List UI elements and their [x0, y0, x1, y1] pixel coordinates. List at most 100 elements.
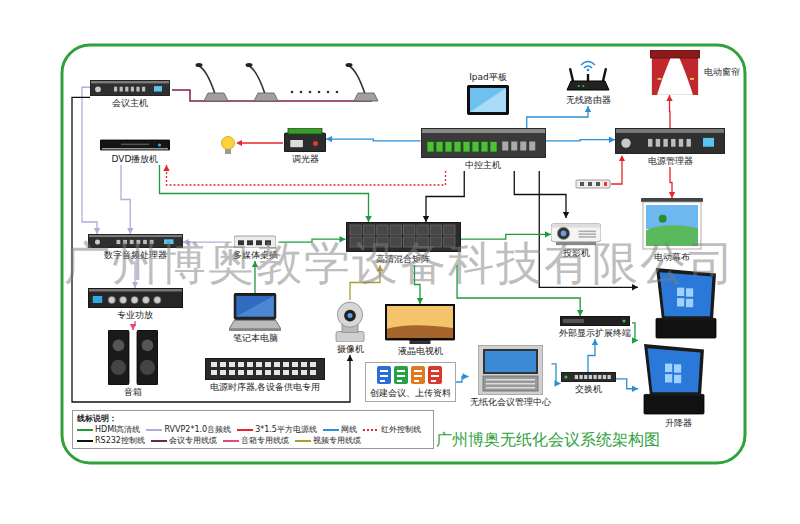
connector [666, 95, 672, 128]
device-node: 电动窗帘 [650, 50, 741, 95]
device-label: 交换机 [574, 384, 603, 395]
device-icon [284, 128, 326, 152]
connector [72, 97, 353, 402]
legend-row: HDMI高清线RVVP2*1.0音频线3*1.5平方电源线网线红外控制线 [77, 424, 429, 435]
device-label: 多媒体桌插 [232, 250, 279, 261]
connector [415, 265, 424, 304]
legend-item: 视频专用线缆 [295, 435, 361, 446]
connector [279, 236, 346, 242]
device-icon [234, 234, 276, 248]
connector [514, 171, 569, 218]
ellipsis-dots [291, 91, 339, 94]
device-node: 中控主机 [421, 128, 546, 171]
connector [130, 321, 136, 330]
connector [546, 137, 616, 143]
device-label: 数字音频处理器 [103, 250, 168, 261]
device-label: 电动幕布 [653, 252, 691, 263]
legend-heading: 线标说明： [77, 413, 429, 424]
device-label: 液晶电视机 [397, 346, 444, 357]
legend-text: RS232控制线 [95, 435, 145, 446]
legend-line-sample [323, 427, 339, 433]
connector [552, 364, 561, 387]
device-label: 电源管理器 [647, 156, 694, 167]
connector [121, 165, 133, 234]
device-node: 投影机 [551, 218, 601, 259]
connector [456, 373, 469, 382]
device-label: 升降器 [664, 418, 693, 429]
device-label: 电动窗帘 [703, 67, 741, 78]
legend-text: 视频专用线缆 [313, 435, 361, 446]
connector [132, 261, 138, 288]
legend-line-sample [146, 427, 162, 433]
connector [423, 171, 464, 222]
legend-item: RS232控制线 [77, 435, 145, 446]
device-icon [641, 198, 703, 250]
legend-line-sample [77, 427, 93, 433]
legend-row: RS232控制线会议专用线缆音箱专用线缆 视频专用线缆 [77, 435, 429, 446]
device-label: 无纸化会议管理中心 [469, 397, 552, 408]
connector [457, 265, 583, 316]
legend-item: HDMI高清线 [77, 424, 140, 435]
device-node: 升降器 [638, 268, 718, 429]
legend-line-sample [223, 438, 239, 444]
device-icon [330, 300, 370, 342]
device-node: 液晶电视机 [385, 304, 455, 357]
device-icon [377, 366, 443, 386]
legend-text: HDMI高清线 [95, 424, 140, 435]
legend-box: 线标说明：HDMI高清线RVVP2*1.0音频线3*1.5平方电源线网线红外控制… [72, 410, 434, 449]
power-strip [576, 155, 625, 188]
device-icon [88, 288, 183, 308]
device-node: 摄像机 [330, 300, 370, 355]
device-node: DVD播放机 [100, 138, 170, 165]
device-label: 笔记本电脑 [232, 333, 279, 344]
device-label: 电源时序器,各设备供电专用 [209, 382, 322, 393]
device-icon [88, 234, 183, 248]
device-label: 调光器 [291, 154, 320, 165]
diagram-title: 广州博奥无纸化会议系统架构图 [436, 430, 660, 450]
device-icon [560, 316, 630, 326]
connector [163, 165, 445, 185]
device-icon [561, 372, 616, 382]
legend-item: 网线 [323, 424, 357, 435]
legend-line-sample [151, 438, 167, 444]
device-icon [638, 268, 718, 416]
microphone-symbol [196, 63, 379, 101]
device-node: 外部显示扩展终端 [558, 316, 632, 339]
device-node: 无线路由器 [565, 55, 612, 106]
connector [183, 239, 232, 245]
device-node: 创建会议、上传资料 [365, 362, 456, 402]
device-icon [551, 218, 601, 246]
device-node: 笔记本电脑 [229, 293, 281, 344]
device-label: DVD播放机 [111, 154, 160, 165]
connector [539, 171, 638, 291]
connector [252, 261, 258, 293]
device-icon [565, 55, 611, 93]
legend-line-sample [295, 438, 311, 444]
device-label: 无线路由器 [565, 95, 612, 106]
legend-item: 音箱专用线缆 [223, 435, 289, 446]
connector [350, 265, 383, 300]
device-node: 调光器 [284, 128, 326, 165]
connector [326, 136, 421, 142]
legend-item: 3*1.5平方电源线 [237, 424, 317, 435]
device-icon [100, 138, 170, 152]
device-node: 高清混合矩阵 [346, 222, 461, 265]
device-node: 数字音频处理器 [88, 234, 183, 261]
device-icon [421, 128, 546, 158]
device-node: 音箱 [108, 330, 158, 398]
device-icon [478, 345, 543, 395]
connector [160, 165, 372, 222]
legend-text: 红外控制线 [381, 424, 421, 435]
device-node: 会议主机 [90, 80, 170, 109]
device-label: 会议主机 [111, 98, 149, 109]
device-label: 外部显示扩展终端 [558, 328, 632, 339]
connector [461, 231, 552, 239]
legend-item: 会议专用线缆 [151, 435, 217, 446]
power-line-to-bulb [236, 140, 283, 146]
legend-item: 红外控制线 [363, 424, 421, 435]
device-label: 中控主机 [464, 160, 502, 171]
device-icon [108, 330, 158, 385]
device-label: 专业功放 [116, 310, 154, 321]
connector [632, 323, 638, 344]
legend-line-sample [363, 427, 379, 433]
